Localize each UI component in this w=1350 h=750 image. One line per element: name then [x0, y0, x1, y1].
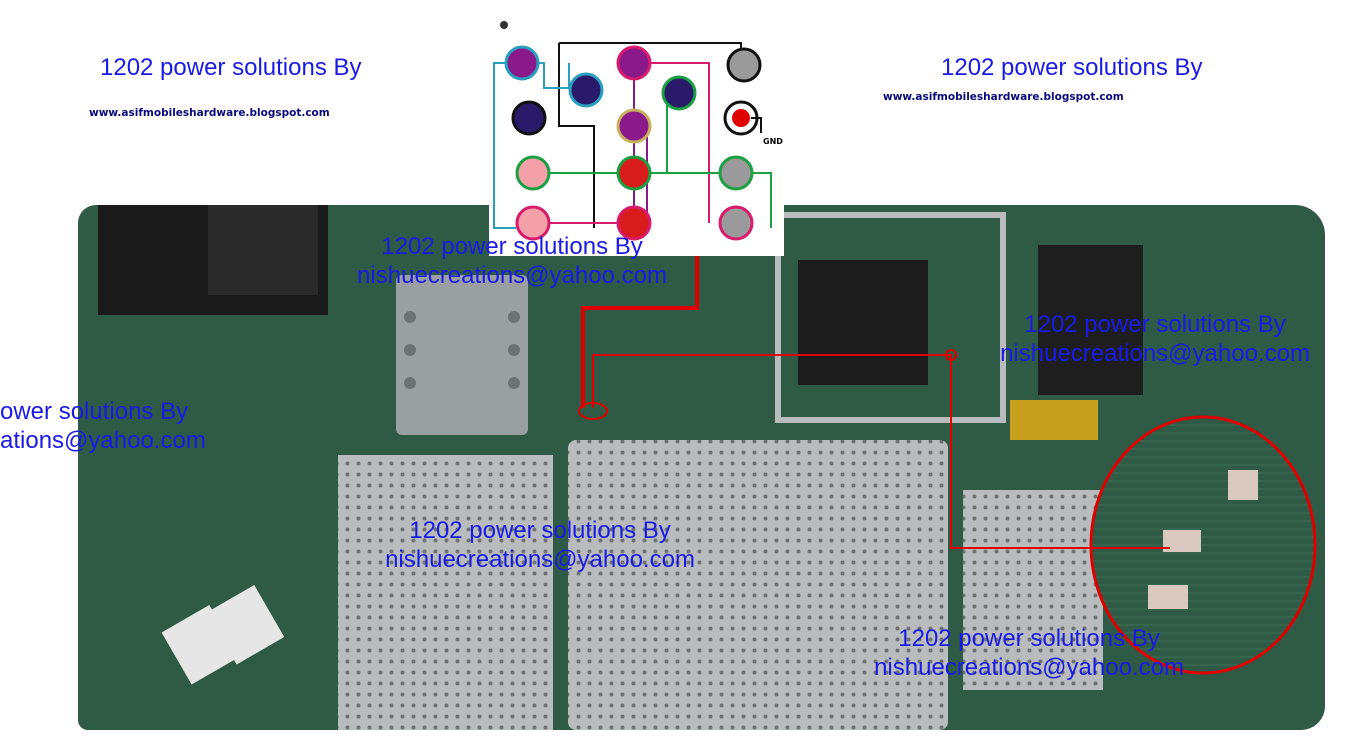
- gnd-label: GND: [763, 137, 783, 146]
- diagram-svg: [493, 21, 772, 241]
- watermark-block: 1202 power solutions By nishuecreations@…: [849, 624, 1209, 682]
- watermark-email: nishuecreations@yahoo.com: [1000, 340, 1310, 367]
- connection-diagram: [489, 18, 784, 256]
- watermark-title: 1202 power solutions By: [381, 233, 643, 260]
- sim-holder: [396, 275, 528, 435]
- watermark-block-partial: ower solutions By ations@yahoo.com: [0, 397, 206, 455]
- power-trace-thin: [592, 354, 1170, 549]
- watermark-title: 1202 power solutions By: [941, 54, 1203, 81]
- pcb-board: [78, 205, 1325, 730]
- shield-can-right: [963, 490, 1103, 690]
- keypad-pad: [206, 585, 285, 665]
- blog-url: www.asifmobileshardware.blogspot.com: [883, 91, 1124, 103]
- tantalum-capacitor: [1010, 400, 1098, 440]
- watermark-email: nishuecreations@yahoo.com: [385, 546, 695, 573]
- battery-connector: [1038, 245, 1143, 395]
- watermark-block: 1202 power solutions By nishuecreations@…: [360, 516, 720, 574]
- watermark-block: 1202 power solutions By nishuecreations@…: [332, 232, 692, 290]
- watermark-email-partial: ations@yahoo.com: [0, 427, 206, 454]
- watermark-title-partial: ower solutions By: [0, 398, 189, 425]
- shield-can-left: [338, 455, 553, 730]
- watermark-title: 1202 power solutions By: [1024, 311, 1286, 338]
- watermark-title: 1202 power solutions By: [100, 54, 362, 81]
- watermark-title: 1202 power solutions By: [898, 625, 1160, 652]
- watermark-block: 1202 power solutions By nishuecreations@…: [975, 310, 1335, 368]
- shield-can-center: [568, 440, 948, 730]
- magnified-view: [1089, 415, 1317, 675]
- watermark-email: nishuecreations@yahoo.com: [357, 262, 667, 289]
- blog-url: www.asifmobileshardware.blogspot.com: [89, 107, 330, 119]
- cpu-chip: [798, 260, 928, 385]
- watermark-title: 1202 power solutions By: [409, 517, 671, 544]
- watermark-email: nishuecreations@yahoo.com: [874, 654, 1184, 681]
- cpu-frame: [775, 212, 1006, 423]
- pcb-drawing: [98, 205, 1317, 730]
